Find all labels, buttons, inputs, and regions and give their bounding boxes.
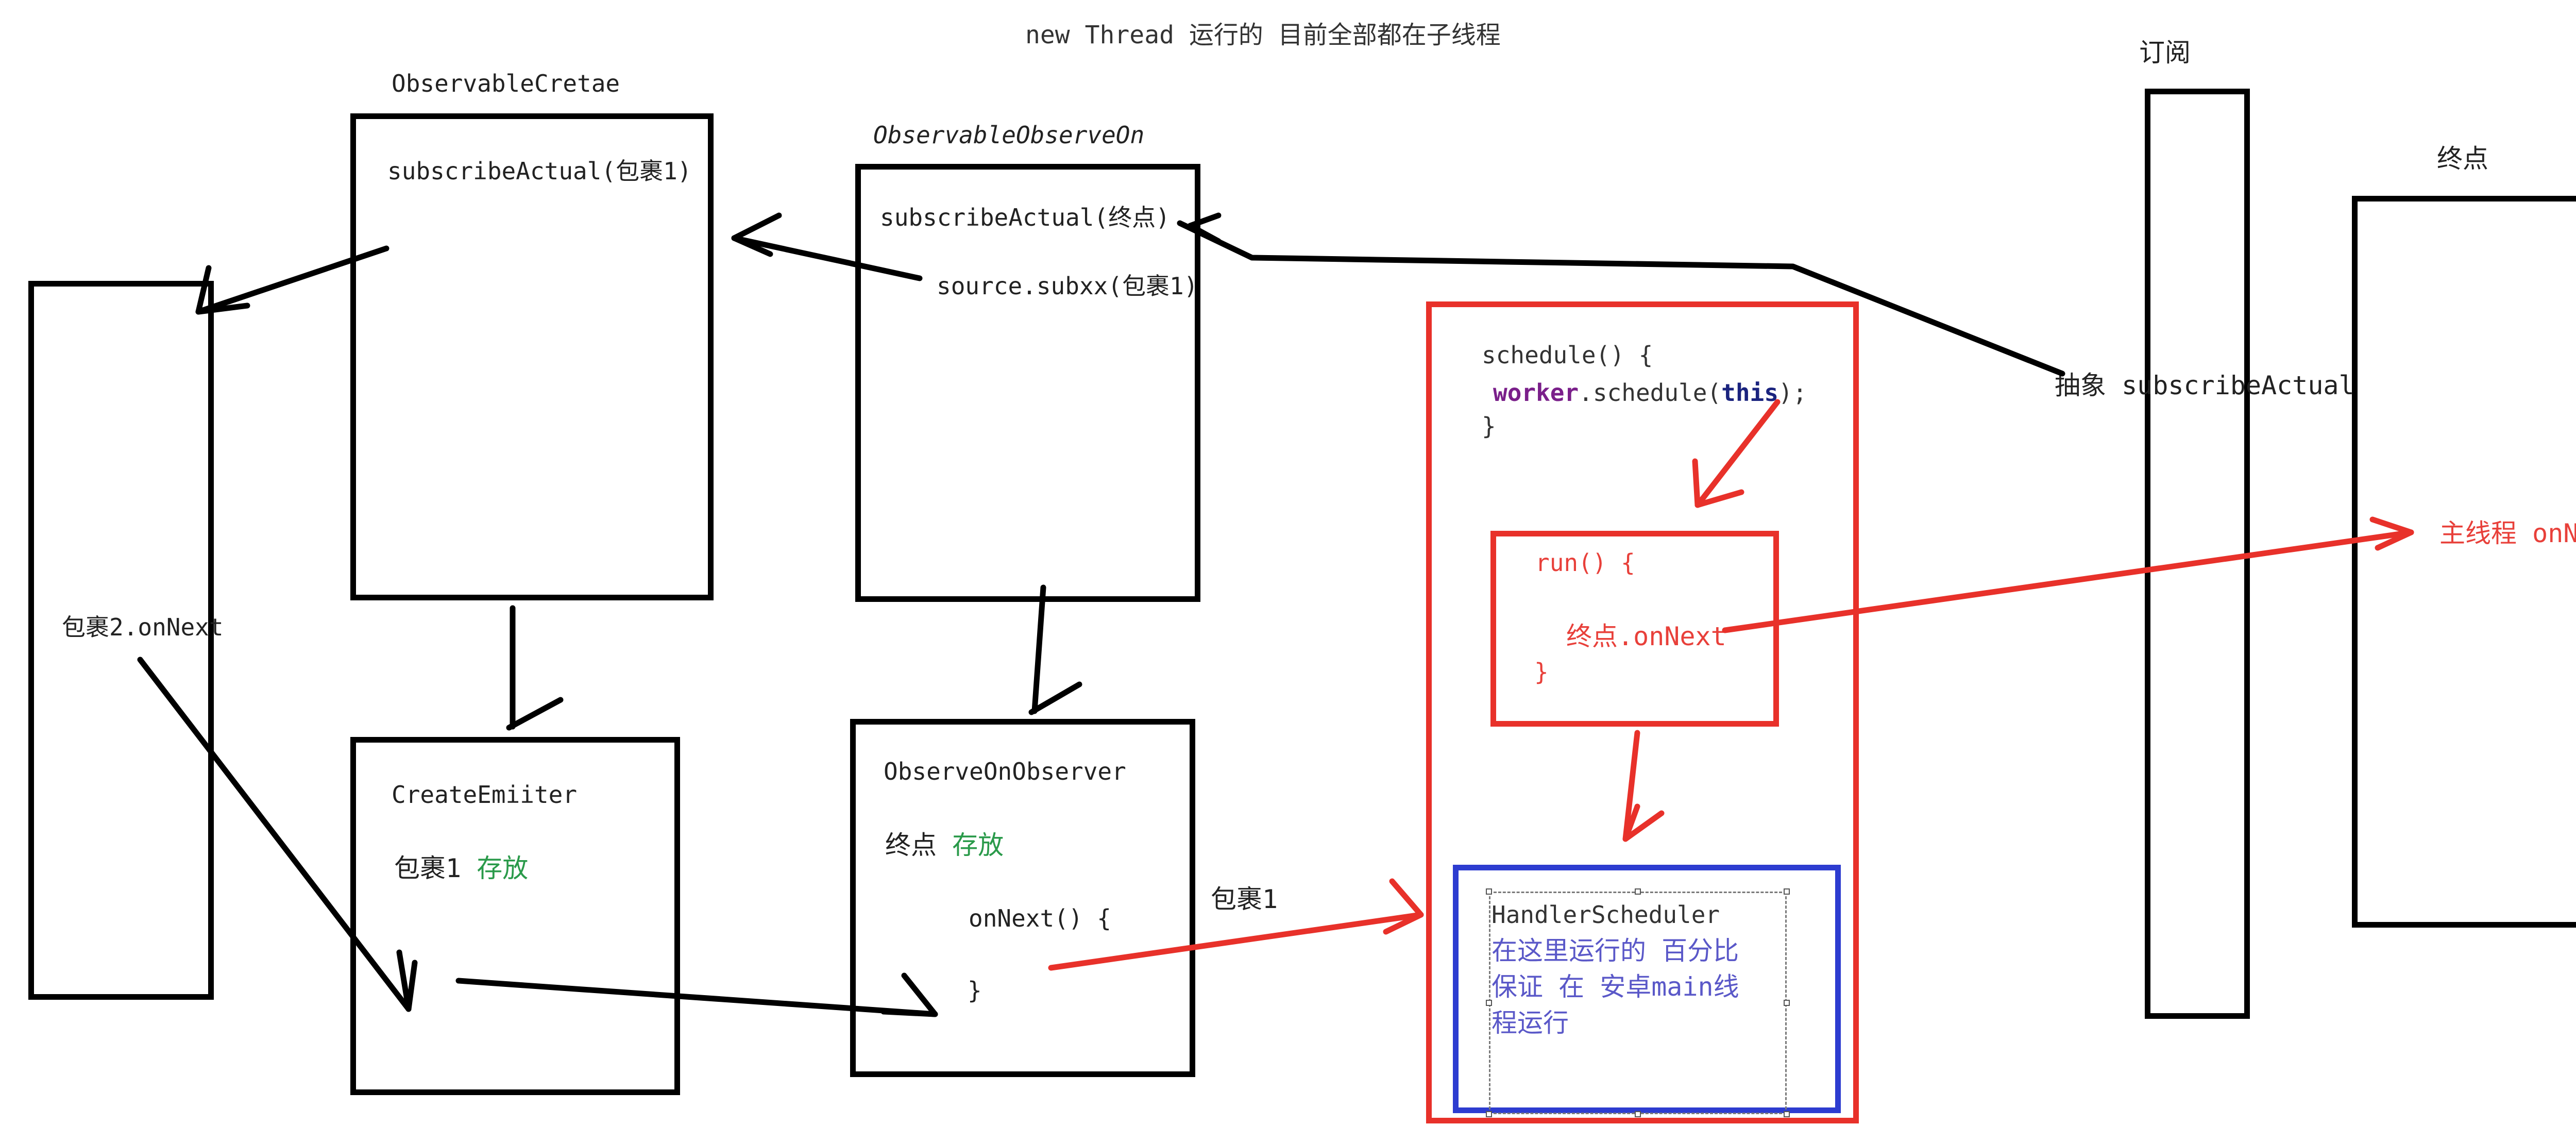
- schedule-line3: }: [1482, 412, 1496, 440]
- handle: [1784, 888, 1790, 895]
- handler-scheduler-box: [1453, 865, 1841, 1113]
- onnext-open: onNext() {: [969, 904, 1111, 932]
- observe-on-observer-label: ObserveOnObserver: [884, 758, 1126, 785]
- left-arrowhead: [195, 265, 250, 315]
- left-box: [28, 281, 214, 1000]
- abstract-subscribe-actual: 抽象 subscribeActual: [2055, 371, 2354, 400]
- run-line3: }: [1534, 658, 1549, 686]
- run-to-end-line: [1722, 529, 2414, 633]
- this-keyword: this: [1721, 379, 1778, 407]
- emitter-to-observer-line: [455, 978, 938, 1017]
- schedule-to-run-line: [1694, 399, 1781, 508]
- diagram-title: new Thread 运行的 目前全部都在子线程: [1025, 21, 1501, 49]
- run-arrowhead: [1622, 803, 1665, 842]
- handler-arrowhead: [1383, 878, 1424, 935]
- subscribe-connector: [1177, 220, 2065, 377]
- observe-on-observer-box: [850, 719, 1195, 1077]
- end-arrowhead: [2369, 516, 2414, 551]
- handler-name: HandlerScheduler: [1492, 901, 1720, 929]
- package2-arrowhead: [396, 949, 418, 1012]
- package2-onnext-label: 包裹2.onNext: [62, 613, 224, 641]
- create-emitter-label: CreateEmiiter: [392, 781, 578, 809]
- subscribe-label: 订阅: [2139, 38, 2191, 68]
- run-to-handler-line: [1622, 730, 1640, 842]
- observable-create-box: [350, 113, 714, 600]
- handle: [1784, 1000, 1790, 1006]
- handle: [1486, 888, 1492, 895]
- handler-desc2: 保证 在 安卓main线: [1492, 972, 1739, 1002]
- source-arrowhead: [731, 212, 782, 257]
- subscribe-arrowhead: [1187, 212, 1222, 244]
- observable-create-label: ObservableCretae: [392, 70, 620, 97]
- create-to-left-line: [195, 245, 389, 315]
- create-down-arrowhead: [506, 697, 564, 731]
- handle: [1635, 888, 1641, 895]
- scheduler-box: [1426, 301, 1859, 1123]
- handle: [1486, 1111, 1492, 1117]
- handle: [1486, 1000, 1492, 1006]
- handler-desc1: 在这里运行的 百分比: [1492, 936, 1739, 966]
- worker-keyword: worker: [1493, 379, 1579, 407]
- handle: [1635, 1111, 1641, 1117]
- package1-label: 包裹1: [1211, 884, 1278, 914]
- handle: [1784, 1111, 1790, 1117]
- run-box: [1490, 531, 1779, 727]
- observeon-down-arrowhead: [1028, 681, 1082, 715]
- observe-on-observer-store: 存放: [952, 830, 1004, 860]
- end-box: [2352, 196, 2576, 928]
- create-emitter-text: 包裹1 存放: [394, 853, 529, 883]
- observable-observe-on-label: ObservableObserveOn: [873, 121, 1145, 149]
- package2-to-emitter-line: [137, 657, 412, 1012]
- observeon-down-line: [1031, 584, 1046, 714]
- handler-desc3: 程运行: [1492, 1008, 1569, 1038]
- main-thread-onnext: 主线程 onNext: [2439, 518, 2576, 548]
- schedule-line2: worker.schedule(this);: [1493, 379, 1807, 407]
- emitter-arrowhead: [880, 972, 938, 1017]
- observable-observe-on-code1: subscribeActual(终点): [880, 204, 1170, 231]
- create-emitter-store: 存放: [477, 853, 529, 883]
- run-line1: run() {: [1535, 549, 1635, 577]
- run-line2: 终点.onNext: [1566, 622, 1726, 651]
- source-to-create-line: [731, 235, 923, 281]
- observable-observe-on-code2: source.subxx(包裹1): [937, 272, 1198, 300]
- end-label: 终点: [2437, 144, 2488, 174]
- create-emitter-box: [350, 737, 680, 1095]
- schedule-line1: schedule() {: [1482, 341, 1653, 369]
- schedule-arrowhead: [1692, 458, 1744, 508]
- observer-to-handler-line: [1048, 912, 1424, 971]
- observable-observe-on-box: [855, 164, 1200, 602]
- observe-on-observer-text: 终点 存放: [885, 830, 1004, 860]
- onnext-close: }: [968, 977, 982, 1004]
- observable-create-code: subscribeActual(包裹1): [387, 157, 692, 185]
